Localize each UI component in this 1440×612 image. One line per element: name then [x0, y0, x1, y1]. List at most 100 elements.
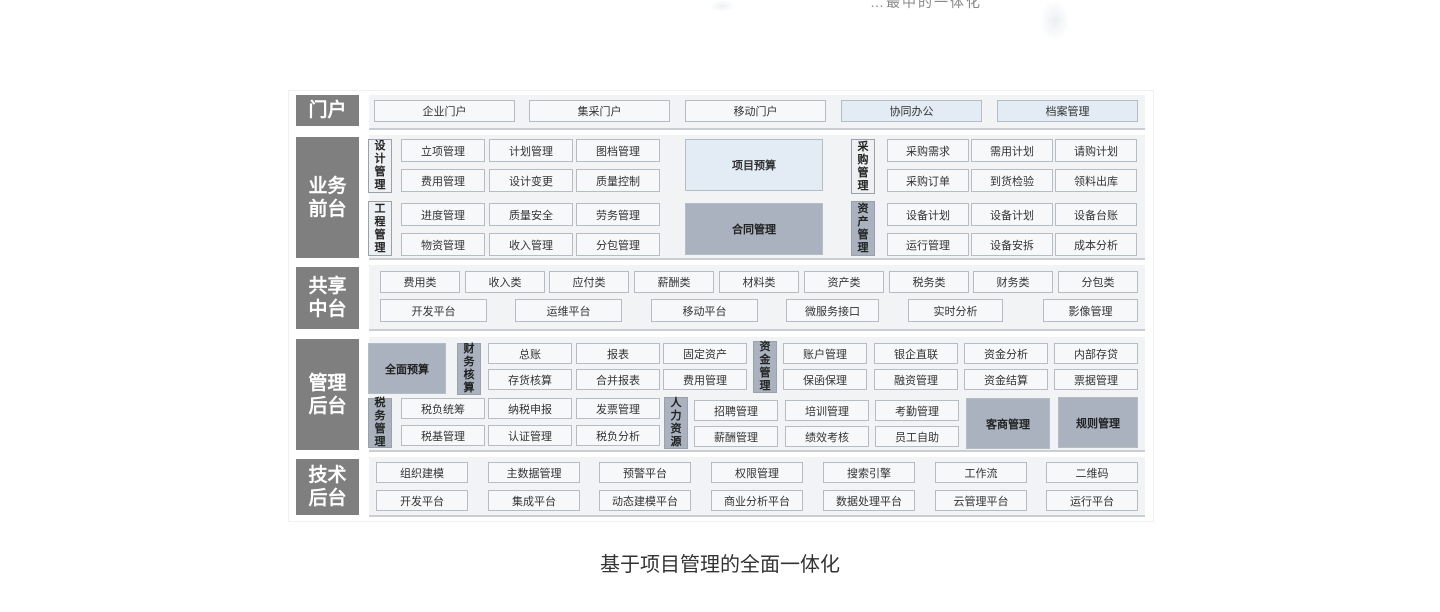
finance-item: 合并报表: [576, 369, 660, 390]
tech-item: 云管理平台: [935, 490, 1027, 511]
asset-item: 设备计划: [971, 203, 1053, 226]
tax-item: 税负统筹: [401, 398, 485, 419]
tech-item: 运行平台: [1046, 490, 1138, 511]
shared-platform: 开发平台: [380, 299, 487, 322]
full-budget-box: 全面预算: [368, 343, 446, 394]
watermark-smudge: [710, 0, 734, 12]
purchase-item: 到货检验: [971, 169, 1053, 192]
tech-item: 预警平台: [599, 462, 691, 483]
shared-category: 收入类: [465, 271, 545, 293]
layer-tag-mgmt: 管理 后台: [296, 339, 359, 450]
watermark-smudge: [1040, 0, 1070, 42]
hr-label: 人 力 资 源: [664, 397, 688, 449]
top-text-fragment: …最中的一体化: [870, 0, 982, 10]
purchase-item: 采购订单: [887, 169, 969, 192]
contract-mgmt-box: 合同管理: [685, 203, 823, 255]
shared-category: 财务类: [973, 271, 1053, 293]
finance-item: 报表: [576, 343, 660, 364]
hr-item: 考勤管理: [875, 400, 959, 421]
shared-category: 材料类: [719, 271, 799, 293]
asset-item: 设备安拆: [971, 233, 1053, 256]
fund-item: 银企直联: [874, 343, 958, 364]
fund-item: 账户管理: [783, 343, 867, 364]
hr-item: 招聘管理: [694, 400, 778, 421]
tech-item: 商业分析平台: [711, 490, 803, 511]
hr-item: 员工自助: [875, 426, 959, 447]
engineering-mgmt-label: 工 程 管 理: [368, 201, 392, 256]
purchase-item: 采购需求: [887, 139, 969, 162]
fund-item: 资金结算: [964, 369, 1048, 390]
design-item: 设计变更: [489, 169, 573, 192]
diagram-caption: 基于项目管理的全面一体化: [600, 554, 840, 576]
rules-mgmt-box: 规则管理: [1058, 397, 1138, 448]
asset-item: 运行管理: [887, 233, 969, 256]
shared-category: 费用类: [380, 271, 460, 293]
fund-item: 内部存贷: [1054, 343, 1138, 364]
asset-item: 设备台账: [1055, 203, 1137, 226]
design-item: 计划管理: [489, 139, 573, 162]
shared-platform: 移动平台: [651, 299, 758, 322]
design-item: 图档管理: [576, 139, 660, 162]
shared-category: 薪酬类: [634, 271, 714, 293]
shared-category: 分包类: [1058, 271, 1138, 293]
fund-item: 融资管理: [874, 369, 958, 390]
shared-category: 应付类: [549, 271, 629, 293]
design-item: 费用管理: [401, 169, 485, 192]
tax-item: 税基管理: [401, 425, 485, 446]
purchase-item: 请购计划: [1055, 139, 1137, 162]
purchase-item: 需用计划: [971, 139, 1053, 162]
engineering-item: 进度管理: [401, 203, 485, 226]
tech-item: 主数据管理: [488, 462, 580, 483]
layer-tag-shared: 共享 中台: [296, 267, 359, 329]
customer-mgmt-box: 客商管理: [966, 398, 1050, 449]
portal-item: 档案管理: [997, 100, 1138, 122]
engineering-item: 分包管理: [576, 233, 660, 256]
tech-item: 动态建模平台: [599, 490, 691, 511]
purchase-item: 领料出库: [1055, 169, 1137, 192]
tax-item: 税负分析: [576, 425, 660, 446]
tech-item: 搜索引擎: [823, 462, 915, 483]
finance-item: 固定资产: [663, 343, 747, 364]
hr-item: 薪酬管理: [694, 426, 778, 447]
finance-accounting-label: 财 务 核 算: [457, 343, 481, 395]
asset-item: 成本分析: [1055, 233, 1137, 256]
fund-item: 保函保理: [783, 369, 867, 390]
portal-item: 集采门户: [529, 100, 670, 122]
portal-item: 移动门户: [685, 100, 826, 122]
shared-category: 资产类: [804, 271, 884, 293]
engineering-item: 劳务管理: [576, 203, 660, 226]
finance-item: 费用管理: [663, 369, 747, 390]
tech-item: 数据处理平台: [823, 490, 915, 511]
shared-platform: 影像管理: [1043, 299, 1138, 322]
layer-tag-portal: 门户: [296, 95, 359, 126]
tech-item: 开发平台: [376, 490, 468, 511]
hr-item: 培训管理: [785, 400, 869, 421]
project-budget-box: 项目预算: [685, 139, 823, 191]
design-item: 质量控制: [576, 169, 660, 192]
finance-item: 存货核算: [488, 369, 572, 390]
tech-item: 集成平台: [488, 490, 580, 511]
asset-item: 设备计划: [887, 203, 969, 226]
fund-mgmt-label: 资 金 管 理: [753, 341, 777, 393]
architecture-diagram: 门户 企业门户 集采门户 移动门户 协同办公 档案管理 业务 前台 设 计 管 …: [288, 90, 1154, 522]
engineering-item: 质量安全: [489, 203, 573, 226]
layer-tag-tech: 技术 后台: [296, 459, 359, 515]
engineering-item: 收入管理: [489, 233, 573, 256]
tech-item: 二维码: [1046, 462, 1138, 483]
finance-item: 总账: [488, 343, 572, 364]
shared-platform: 微服务接口: [786, 299, 879, 322]
hr-item: 绩效考核: [785, 426, 869, 447]
asset-mgmt-label: 资 产 管 理: [851, 201, 875, 256]
tax-item: 纳税申报: [488, 398, 572, 419]
purchase-mgmt-label: 采 购 管 理: [851, 139, 875, 194]
tech-item: 权限管理: [711, 462, 803, 483]
tax-item: 认证管理: [488, 425, 572, 446]
layer-tag-biz: 业务 前台: [296, 137, 359, 258]
portal-item: 协同办公: [841, 100, 982, 122]
tech-item: 工作流: [935, 462, 1027, 483]
design-item: 立项管理: [401, 139, 485, 162]
tax-mgmt-label: 税 务 管 理: [368, 397, 392, 448]
shared-platform: 实时分析: [908, 299, 1003, 322]
fund-item: 资金分析: [964, 343, 1048, 364]
portal-item: 企业门户: [374, 100, 515, 122]
